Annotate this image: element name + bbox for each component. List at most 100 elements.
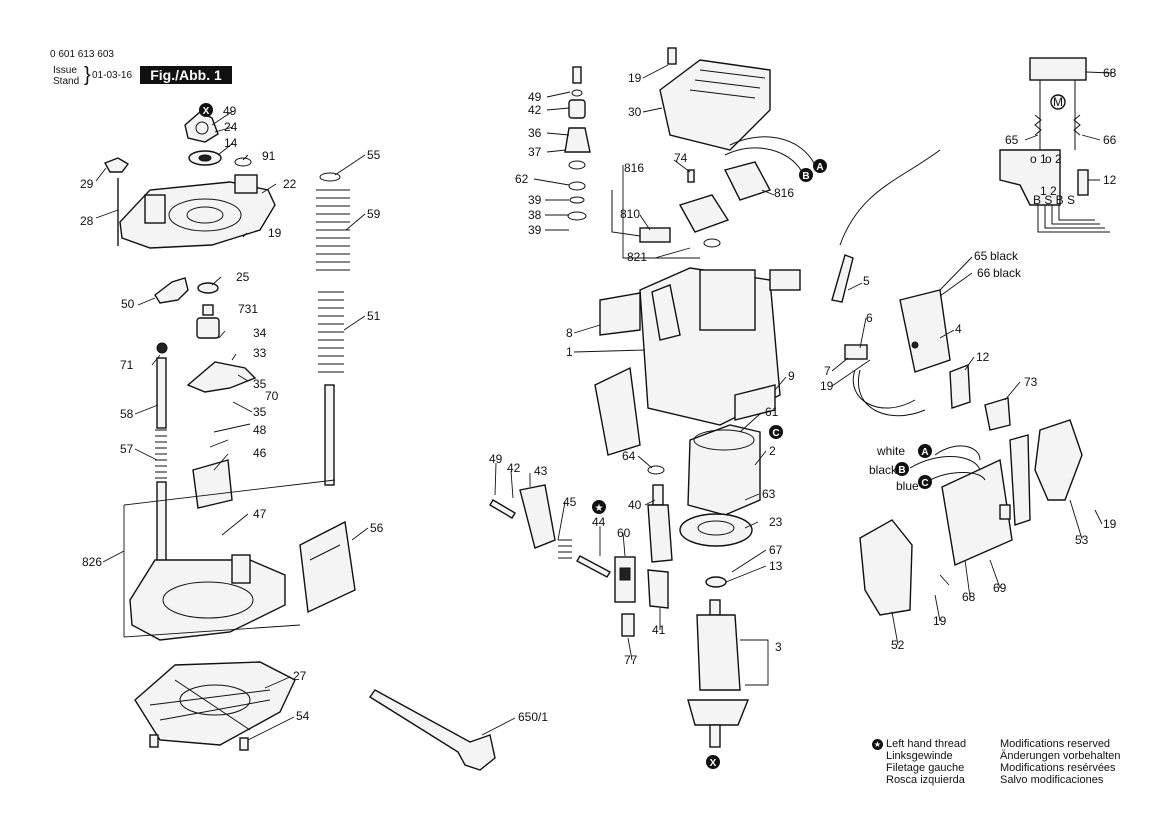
baffle-23: [679, 513, 753, 547]
brace: }: [84, 64, 91, 86]
svg-text:o 1: o 1: [1030, 152, 1047, 166]
svg-text:650/1: 650/1: [518, 710, 548, 724]
svg-text:19: 19: [1103, 517, 1117, 531]
svg-text:40: 40: [628, 498, 642, 512]
svg-text:51: 51: [367, 309, 381, 323]
mods-line-4: Salvo modificaciones: [1000, 774, 1104, 786]
clamp-lever: [103, 157, 130, 173]
issue-date: 01-03-16: [92, 70, 133, 81]
nut-25: [197, 282, 219, 294]
chip-shield-56: [299, 520, 356, 614]
column-58: [156, 357, 167, 429]
svg-text:39: 39: [528, 223, 542, 237]
svg-text:91: 91: [262, 149, 276, 163]
svg-text:66: 66: [1103, 133, 1117, 147]
svg-text:55: 55: [367, 148, 381, 162]
sub-base-27: [134, 661, 296, 746]
bracket-73: [984, 397, 1011, 431]
svg-text:61: 61: [765, 405, 779, 419]
cable-5: [831, 149, 941, 303]
brush-holder-816: [678, 161, 772, 233]
depth-stop-bracket: [184, 111, 219, 143]
svg-text:37: 37: [528, 145, 542, 159]
spring-51: [318, 291, 344, 486]
spring-77: [621, 613, 635, 637]
legend-line-4: Rosca izquierda: [886, 774, 965, 786]
grip-insert: [1009, 434, 1031, 526]
switch-4: [899, 289, 951, 373]
svg-text:X: X: [203, 106, 210, 117]
svg-text:C: C: [772, 428, 779, 439]
svg-text:43: 43: [534, 464, 548, 478]
svg-text:14: 14: [224, 136, 238, 150]
svg-text:816: 816: [624, 161, 644, 175]
spring-59: [316, 172, 350, 271]
o-ring-91: [234, 157, 252, 167]
svg-text:36: 36: [528, 126, 542, 140]
handle-rod-43: [519, 484, 556, 549]
svg-text:45: 45: [563, 495, 577, 509]
svg-text:68: 68: [962, 590, 976, 604]
svg-text:56: 56: [370, 521, 384, 535]
svg-text:29: 29: [80, 177, 94, 191]
svg-text:66: 66: [977, 266, 991, 280]
shaft-40: [647, 484, 673, 563]
svg-text:70: 70: [265, 389, 279, 403]
svg-text:52: 52: [891, 638, 905, 652]
marker-x-bottom: X: [706, 755, 720, 769]
svg-text:8: 8: [566, 326, 573, 340]
svg-text:46: 46: [253, 446, 267, 460]
svg-text:71: 71: [120, 358, 134, 372]
svg-text:49: 49: [489, 452, 503, 466]
mods-line-3: Modifications resérvées: [1000, 762, 1116, 774]
svg-text:30: 30: [628, 105, 642, 119]
screw-44: [576, 555, 611, 578]
marker-b-handle: B: [895, 462, 909, 476]
brush-cables: [724, 136, 816, 173]
svg-text:black: black: [869, 463, 898, 477]
star-marker-44: ★: [592, 500, 606, 514]
svg-text:7: 7: [824, 364, 831, 378]
handle-53: [1034, 419, 1083, 501]
svg-text:816: 816: [774, 186, 794, 200]
svg-text:64: 64: [622, 449, 636, 463]
field-coil-2: [687, 424, 761, 516]
wiring-schematic: [999, 57, 1110, 233]
screw-49-42: [489, 499, 516, 519]
armature-3: [687, 599, 750, 748]
svg-text:9: 9: [788, 369, 795, 383]
svg-text:68: 68: [1103, 66, 1117, 80]
base-plate-upper: [119, 174, 276, 249]
lever-33: [186, 361, 257, 393]
marker-x-top: X: [199, 103, 213, 117]
svg-text:59: 59: [367, 207, 381, 221]
motor-housing-1: [594, 267, 801, 456]
svg-text:77: 77: [624, 653, 638, 667]
svg-text:73: 73: [1024, 375, 1038, 389]
svg-text:42: 42: [528, 103, 542, 117]
svg-text:63: 63: [762, 487, 776, 501]
svg-text:X: X: [710, 758, 717, 769]
marker-b-top: B: [799, 168, 813, 182]
brush-60: [614, 556, 636, 603]
svg-text:54: 54: [296, 709, 310, 723]
part-number: 0 601 613 603: [50, 49, 114, 60]
marker-c-coil: C: [769, 425, 783, 439]
svg-text:60: 60: [617, 526, 631, 540]
capacitor-810: [611, 190, 721, 248]
svg-text:1 2: 1 2: [1040, 184, 1057, 198]
star-icon: ★: [872, 739, 883, 750]
screw-54: [149, 734, 249, 751]
svg-text:731: 731: [238, 302, 258, 316]
svg-text:47: 47: [253, 507, 267, 521]
collet-41: [647, 569, 669, 609]
svg-text:★: ★: [595, 503, 604, 514]
motor-cap-30: [659, 47, 771, 151]
svg-text:53: 53: [1075, 533, 1089, 547]
svg-text:C: C: [921, 478, 928, 489]
legend-line-3: Filetage gauche: [886, 762, 965, 774]
svg-text:13: 13: [769, 559, 783, 573]
cable-clip-6: [844, 344, 868, 360]
spring-45: [558, 539, 572, 559]
svg-text:B: B: [802, 171, 809, 182]
